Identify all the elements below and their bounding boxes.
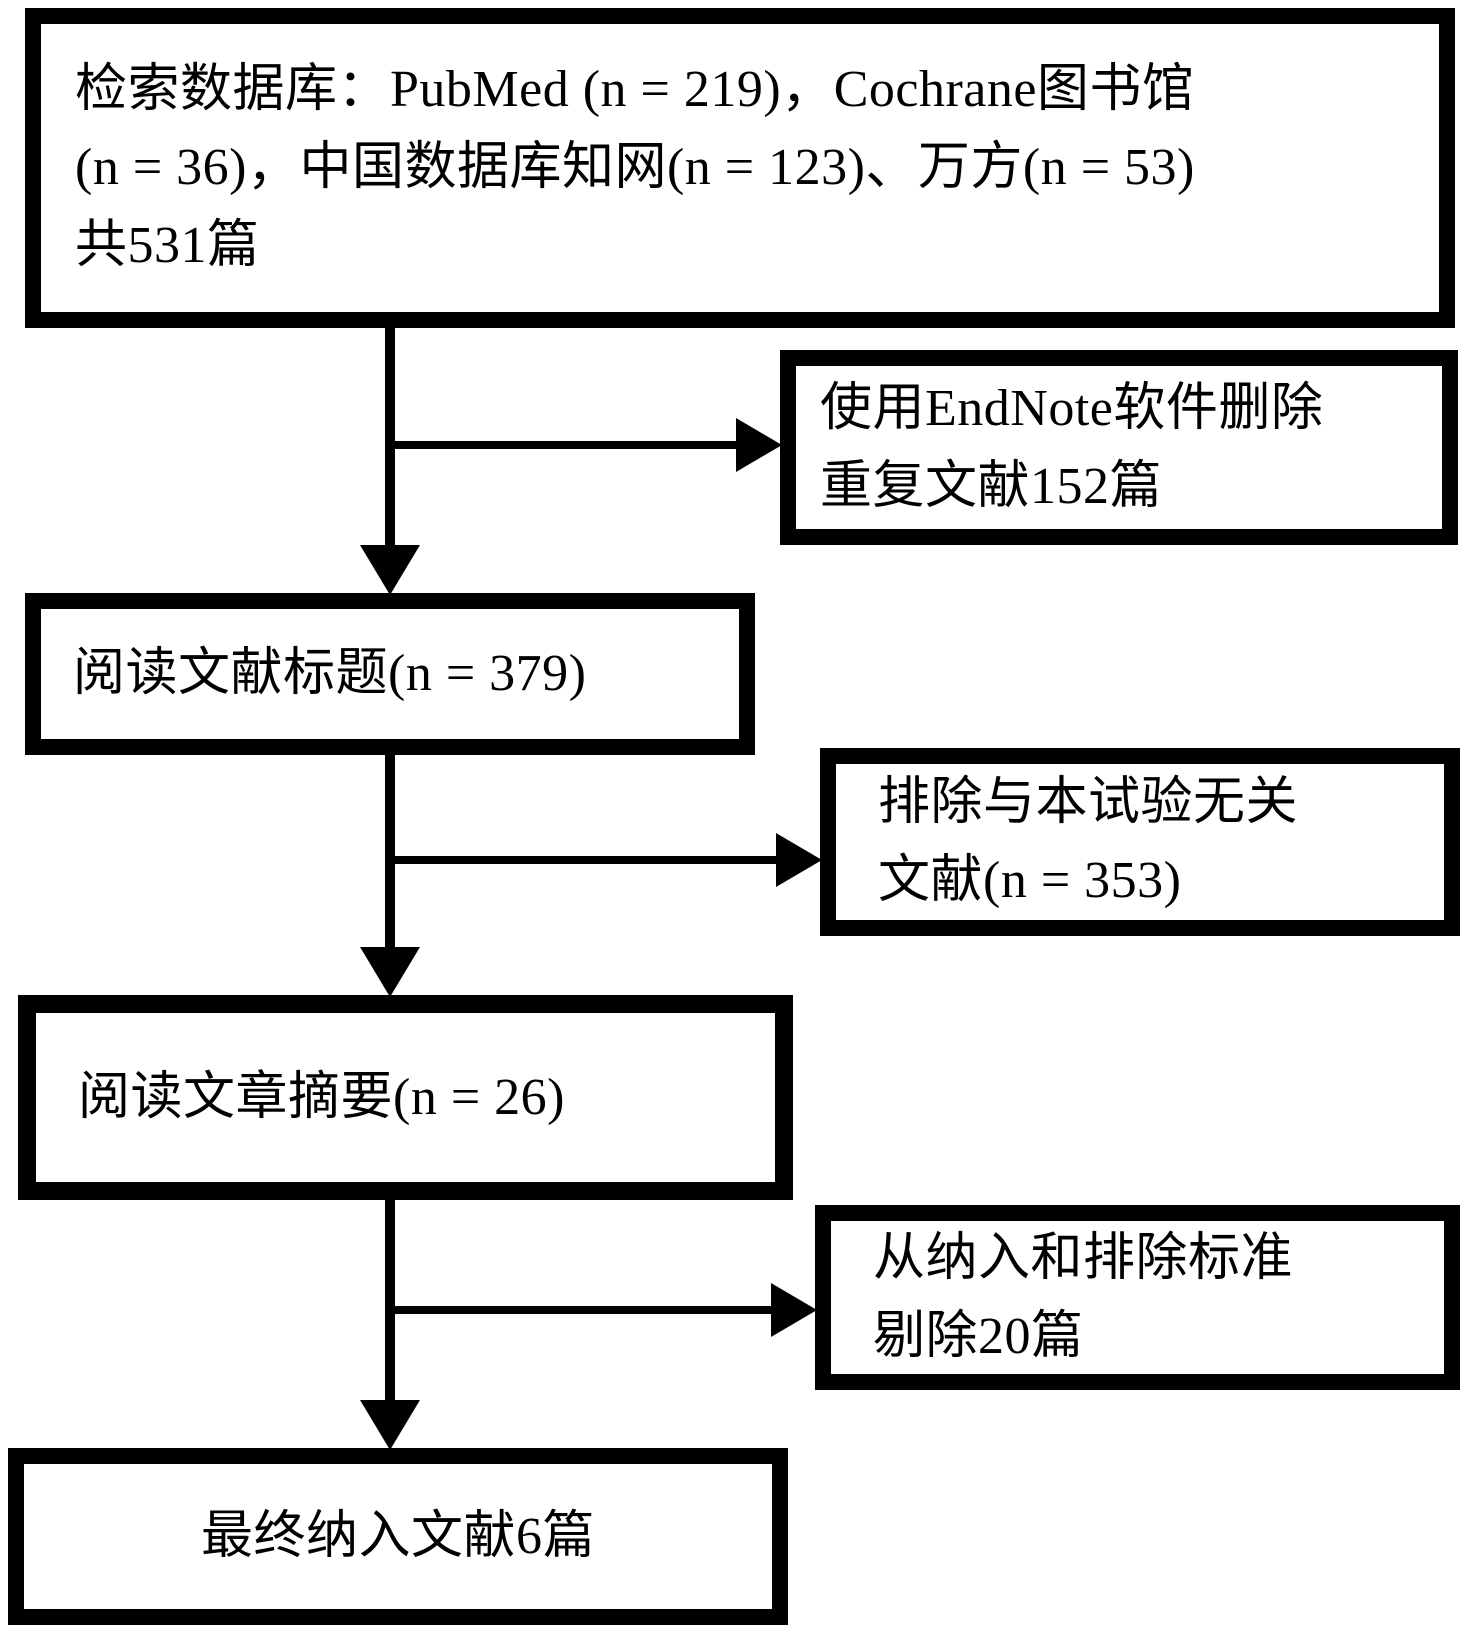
exclude-irrelevant-line-1: 排除与本试验无关	[878, 774, 1299, 831]
final-included-label: 最终纳入文献6篇	[200, 1507, 595, 1565]
arrowhead-right-to-criteria-icon	[771, 1283, 817, 1337]
read-abstracts-label: 阅读文章摘要(n = 26)	[78, 1068, 565, 1126]
node-read-titles: 阅读文献标题(n = 379)	[25, 593, 755, 755]
endnote-line-2: 重复文献152篇	[820, 457, 1163, 515]
search-databases-line-2: (n = 36)，中国数据库知网(n = 123)、万方(n = 53)	[75, 139, 1195, 196]
arrowhead-right-to-exclude-icon	[776, 833, 822, 887]
node-search-databases: 检索数据库：PubMed (n = 219)，Cochrane图书馆 (n = …	[25, 8, 1455, 328]
arrowhead-down-to-titles-icon	[360, 545, 420, 595]
arrowhead-right-to-endnote-icon	[736, 418, 782, 472]
criteria-removed-line-1: 从纳入和排除标准	[873, 1229, 1294, 1287]
node-exclude-irrelevant: 排除与本试验无关 文献(n = 353)	[820, 748, 1460, 936]
node-endnote-duplicates: 使用EndNote软件删除 重复文献152篇	[780, 350, 1458, 545]
endnote-line-1: 使用EndNote软件删除	[820, 379, 1324, 437]
exclude-irrelevant-line-2: 文献(n = 353)	[878, 852, 1182, 909]
search-databases-line-3: 共531篇	[75, 217, 260, 274]
node-final-included: 最终纳入文献6篇	[8, 1448, 788, 1625]
arrowhead-down-to-abstracts-icon	[360, 947, 420, 997]
connector-titles-to-abstracts	[385, 753, 395, 952]
read-titles-label: 阅读文献标题(n = 379)	[73, 645, 587, 702]
node-read-abstracts: 阅读文章摘要(n = 26)	[18, 995, 793, 1200]
connector-branch-criteria	[386, 1306, 773, 1314]
node-criteria-removed: 从纳入和排除标准 剔除20篇	[815, 1205, 1460, 1390]
criteria-removed-line-2: 剔除20篇	[873, 1307, 1084, 1365]
connector-branch-exclude	[386, 856, 778, 864]
connector-search-to-titles	[385, 326, 395, 550]
connector-branch-endnote	[386, 441, 738, 449]
arrowhead-down-to-final-icon	[360, 1400, 420, 1450]
search-databases-line-1: 检索数据库：PubMed (n = 219)，Cochrane图书馆	[75, 61, 1195, 118]
connector-abstracts-to-final	[385, 1198, 395, 1405]
